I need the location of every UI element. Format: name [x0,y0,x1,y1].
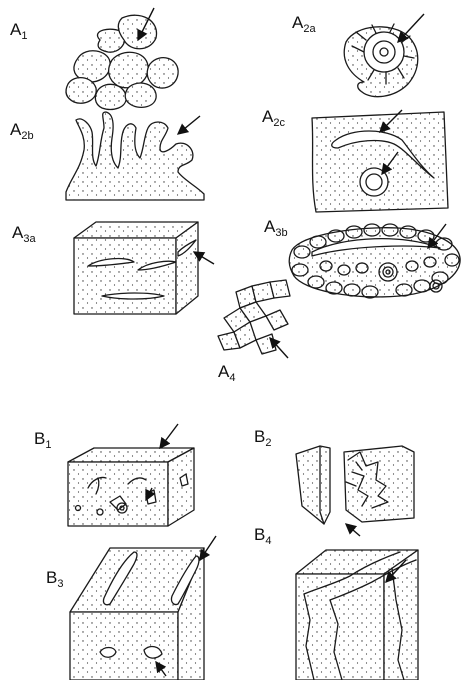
label-a2b: A2b [10,120,34,142]
panel-b2-split-block [296,446,414,536]
panel-a2a-fossil [344,14,424,97]
panel-b3-block [70,536,216,680]
label-a4: A4 [218,362,235,384]
label-a2a: A2a [292,13,316,35]
panel-a2b-moldic [66,112,204,200]
svg-text:A3a: A3a [12,223,36,245]
label-b3: B3 [46,568,63,590]
svg-text:B3: B3 [46,568,63,590]
label-a1: A1 [10,20,27,42]
label-a3b: A3b [264,217,288,239]
label-a2c: A2c [262,107,285,129]
svg-text:A2b: A2b [10,120,34,142]
label-a3a: A3a [12,223,36,245]
panel-b1-block [68,424,194,526]
panel-a3a-block [74,222,214,314]
svg-text:A1: A1 [10,20,27,42]
panel-a4-crystals [218,280,290,358]
panel-a3b-cluster [289,224,460,298]
svg-text:A2c: A2c [262,107,285,129]
panel-a2c-matrix [312,110,448,212]
label-b2: B2 [254,427,271,449]
label-b4: B4 [254,525,271,547]
svg-text:A4: A4 [218,362,235,384]
svg-text:B2: B2 [254,427,271,449]
panel-a1-grains [66,8,178,110]
svg-text:B1: B1 [34,429,51,451]
label-b1: B1 [34,429,51,451]
svg-text:A3b: A3b [264,217,288,239]
svg-text:A2a: A2a [292,13,316,35]
svg-text:B4: B4 [254,525,271,547]
panel-b4-block [296,550,418,680]
